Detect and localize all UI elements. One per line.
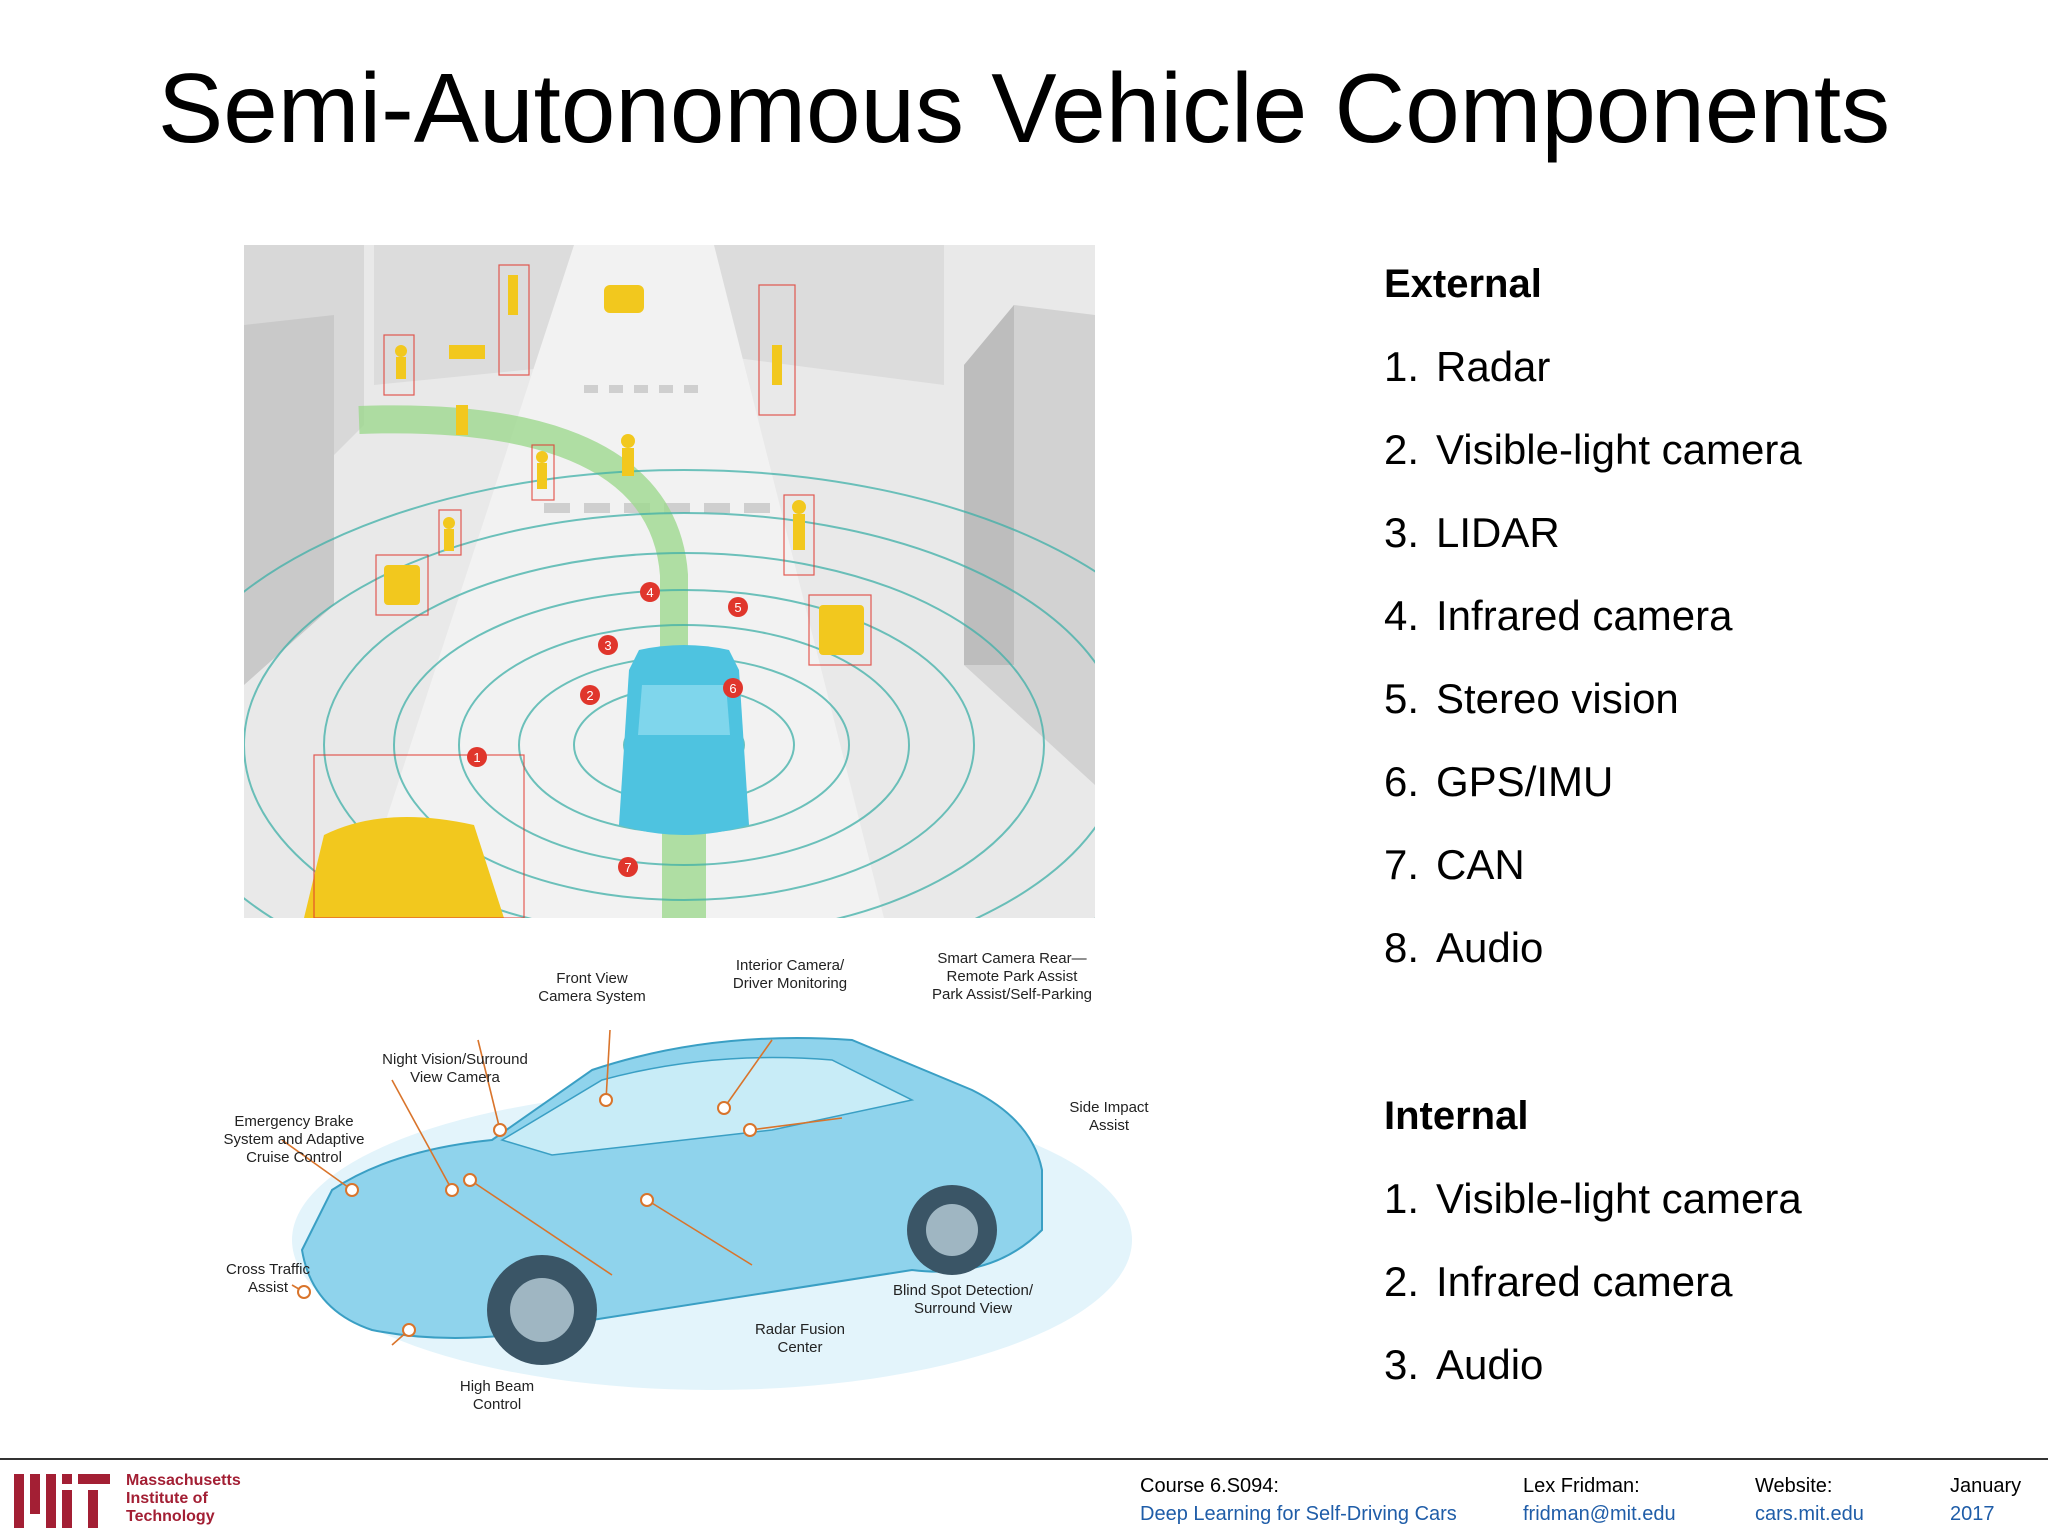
label-side-impact: Side Impact	[1069, 1099, 1149, 1116]
external-item-1: 1. Radar	[1384, 343, 1550, 391]
list-number: 3.	[1384, 509, 1420, 556]
list-number: 5.	[1384, 675, 1420, 722]
label-radar-fusion: Radar Fusion	[755, 1321, 845, 1338]
label-blind-spot-2: Surround View	[914, 1300, 1012, 1317]
list-label: Infrared camera	[1436, 592, 1733, 639]
list-number: 1.	[1384, 1175, 1420, 1222]
marker-5: 5	[734, 600, 741, 615]
label-side-impact-2: Assist	[1089, 1117, 1130, 1134]
footer-website: Website: cars.mit.edu	[1755, 1472, 1864, 1528]
marker-3: 3	[604, 638, 611, 653]
list-label: Audio	[1436, 1341, 1544, 1388]
label-emergency-brake: Emergency Brake	[234, 1113, 353, 1130]
institute-name: Massachusetts Institute of Technology	[126, 1472, 241, 1526]
label-night-vision-2: View Camera	[410, 1069, 500, 1086]
list-label: Radar	[1436, 343, 1551, 390]
marker-2: 2	[586, 688, 593, 703]
external-item-5: 5. Stereo vision	[1384, 675, 1679, 723]
list-number: 1.	[1384, 343, 1420, 390]
list-label: LIDAR	[1436, 509, 1560, 556]
internal-heading: Internal	[1384, 1094, 1529, 1138]
author-email-link[interactable]: fridman@mit.edu	[1523, 1503, 1676, 1525]
label-blind-spot: Blind Spot Detection/	[893, 1282, 1034, 1299]
list-number: 2.	[1384, 426, 1420, 473]
mit-logo-icon	[14, 1474, 110, 1528]
institute-line-3: Technology	[126, 1508, 215, 1525]
label-front-view-2: Camera System	[538, 988, 646, 1005]
car-sensor-diagram: Front View Camera System Interior Camera…	[224, 950, 1150, 1413]
label-emergency-brake-2: System and Adaptive	[224, 1131, 365, 1148]
list-number: 3.	[1384, 1341, 1420, 1388]
label-interior-camera-2: Driver Monitoring	[733, 975, 847, 992]
list-number: 6.	[1384, 758, 1420, 805]
label-cross-traffic-2: Assist	[248, 1279, 289, 1296]
author-label: Lex Fridman:	[1523, 1475, 1640, 1497]
sensor-markers: 1 2 3 4 5 6 7	[467, 582, 748, 877]
external-item-6: 6. GPS/IMU	[1384, 758, 1613, 806]
label-smart-camera-rear-3: Park Assist/Self-Parking	[932, 986, 1092, 1003]
label-high-beam-2: Control	[473, 1396, 521, 1413]
internal-item-1: 1. Visible-light camera	[1384, 1175, 1802, 1223]
institute-line-1: Massachusetts	[126, 1472, 241, 1489]
footer-divider	[0, 1458, 2048, 1460]
list-label: Visible-light camera	[1436, 426, 1802, 473]
internal-item-2: 2. Infrared camera	[1384, 1258, 1732, 1306]
internal-item-3: 3. Audio	[1384, 1341, 1543, 1389]
external-item-3: 3. LIDAR	[1384, 509, 1560, 557]
label-radar-fusion-2: Center	[777, 1339, 822, 1356]
date-year: 2017	[1950, 1503, 1995, 1525]
marker-1: 1	[473, 750, 480, 765]
list-label: Stereo vision	[1436, 675, 1679, 722]
external-item-4: 4. Infrared camera	[1384, 592, 1732, 640]
marker-6: 6	[729, 681, 736, 696]
footer-course: Course 6.S094: Deep Learning for Self-Dr…	[1140, 1472, 1457, 1528]
list-label: Visible-light camera	[1436, 1175, 1802, 1222]
list-label: Audio	[1436, 924, 1544, 971]
label-smart-camera-rear-2: Remote Park Assist	[947, 968, 1079, 985]
external-item-8: 8. Audio	[1384, 924, 1543, 972]
label-emergency-brake-3: Cruise Control	[246, 1149, 342, 1166]
external-item-7: 7. CAN	[1384, 841, 1525, 889]
list-number: 7.	[1384, 841, 1420, 888]
institute-line-2: Institute of	[126, 1490, 208, 1507]
external-item-2: 2. Visible-light camera	[1384, 426, 1802, 474]
street-scene-illustration: 1 2 3 4 5 6 7	[244, 245, 1095, 918]
list-number: 4.	[1384, 592, 1420, 639]
course-label: Course 6.S094:	[1140, 1475, 1279, 1497]
list-label: GPS/IMU	[1436, 758, 1614, 805]
marker-4: 4	[646, 585, 653, 600]
list-number: 2.	[1384, 1258, 1420, 1305]
website-link[interactable]: cars.mit.edu	[1755, 1503, 1864, 1525]
slide-title: Semi-Autonomous Vehicle Components	[157, 53, 1891, 163]
marker-7: 7	[624, 860, 631, 875]
label-cross-traffic: Cross Traffic	[226, 1261, 310, 1278]
label-night-vision: Night Vision/Surround	[382, 1051, 528, 1068]
label-interior-camera: Interior Camera/	[736, 957, 845, 974]
list-label: CAN	[1436, 841, 1525, 888]
footer-date: January 2017	[1950, 1472, 2021, 1528]
external-heading: External	[1384, 262, 1542, 306]
date-month: January	[1950, 1475, 2022, 1497]
website-label: Website:	[1755, 1475, 1833, 1497]
label-high-beam: High Beam	[460, 1378, 534, 1395]
label-smart-camera-rear: Smart Camera Rear—	[937, 950, 1086, 967]
course-link[interactable]: Deep Learning for Self-Driving Cars	[1140, 1503, 1457, 1525]
list-label: Infrared camera	[1436, 1258, 1733, 1305]
footer-author: Lex Fridman: fridman@mit.edu	[1523, 1472, 1676, 1528]
list-number: 8.	[1384, 924, 1420, 971]
label-front-view: Front View	[556, 970, 628, 987]
